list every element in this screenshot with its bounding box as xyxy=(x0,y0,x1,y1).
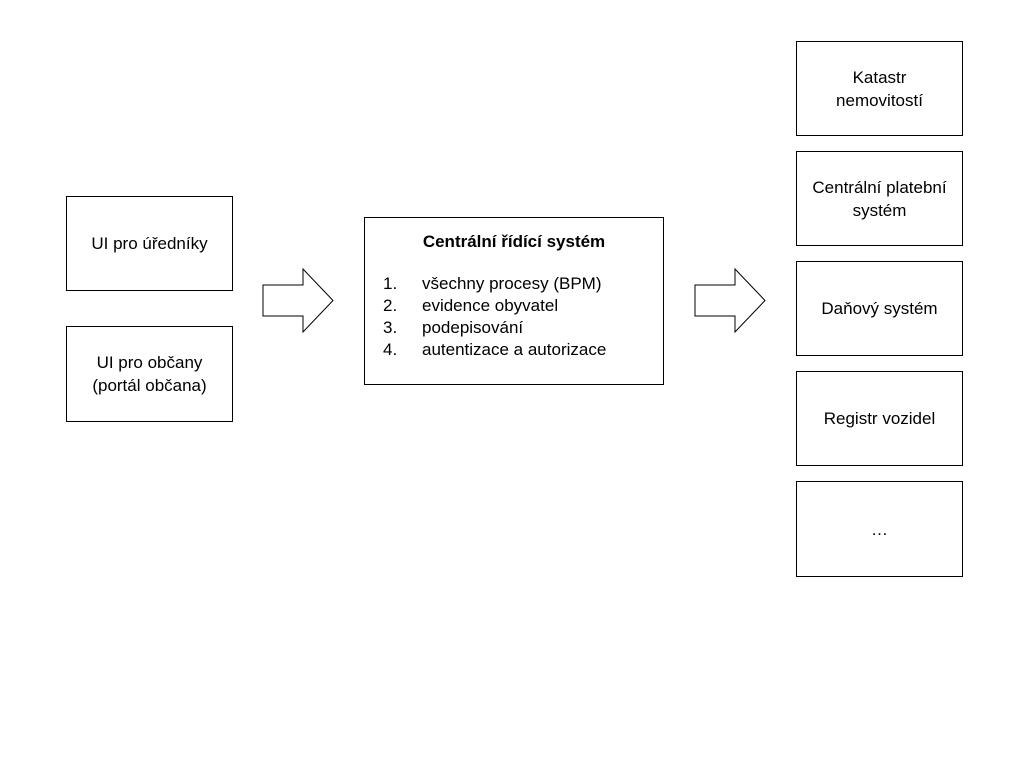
more-systems-label: … xyxy=(871,519,888,539)
payment-system-box: Centrální platební systém xyxy=(796,151,963,246)
list-item-label: evidence obyvatel xyxy=(422,296,559,315)
payment-system-label-line1: Centrální platební xyxy=(812,177,947,197)
ui-citizens-box: UI pro občany (portál občana) xyxy=(66,326,233,422)
tax-system-label: Daňový systém xyxy=(821,299,938,318)
list-item: 4. autentizace a autorizace xyxy=(383,339,606,361)
list-item: 3. podepisování xyxy=(383,317,606,339)
arrow-right-icon xyxy=(262,267,334,334)
list-item: 1. všechny procesy (BPM) xyxy=(383,273,606,295)
central-system-title: Centrální řídící systém xyxy=(422,232,606,251)
cadastre-box: Katastr nemovitostí xyxy=(796,41,963,136)
arrow-shape xyxy=(694,267,766,334)
cadastre-label-line1: Katastr xyxy=(852,67,907,87)
cadastre-label-line2: nemovitostí xyxy=(836,90,923,110)
list-item-number: 4. xyxy=(383,340,398,359)
payment-system-label-line2: systém xyxy=(852,200,907,220)
vehicle-registry-box: Registr vozidel xyxy=(796,371,963,466)
list-item-label: všechny procesy (BPM) xyxy=(422,274,602,293)
list-item-number: 2. xyxy=(383,296,398,315)
central-system-list: 1. všechny procesy (BPM) 2. evidence obyva… xyxy=(383,273,606,361)
more-systems-box: … xyxy=(796,481,963,577)
ui-citizens-label-line1: UI pro občany xyxy=(96,353,203,372)
list-item-number: 3. xyxy=(383,318,398,337)
list-item-number: 1. xyxy=(383,274,398,293)
vehicle-registry-label: Registr vozidel xyxy=(823,409,936,428)
arrow-shape xyxy=(262,267,334,334)
arrow-right-icon xyxy=(694,267,766,334)
ui-officials-label: UI pro úředníky xyxy=(91,234,208,253)
list-item: 2. evidence obyvatel xyxy=(383,295,606,317)
list-item-label: podepisování xyxy=(422,318,524,337)
ui-citizens-label-line2: (portál občana) xyxy=(92,376,207,395)
central-system-box: Centrální řídící systém 1. všechny proces… xyxy=(364,217,664,385)
ui-officials-box: UI pro úředníky xyxy=(66,196,233,291)
list-item-label: autentizace a autorizace xyxy=(422,340,607,359)
tax-system-box: Daňový systém xyxy=(796,261,963,356)
